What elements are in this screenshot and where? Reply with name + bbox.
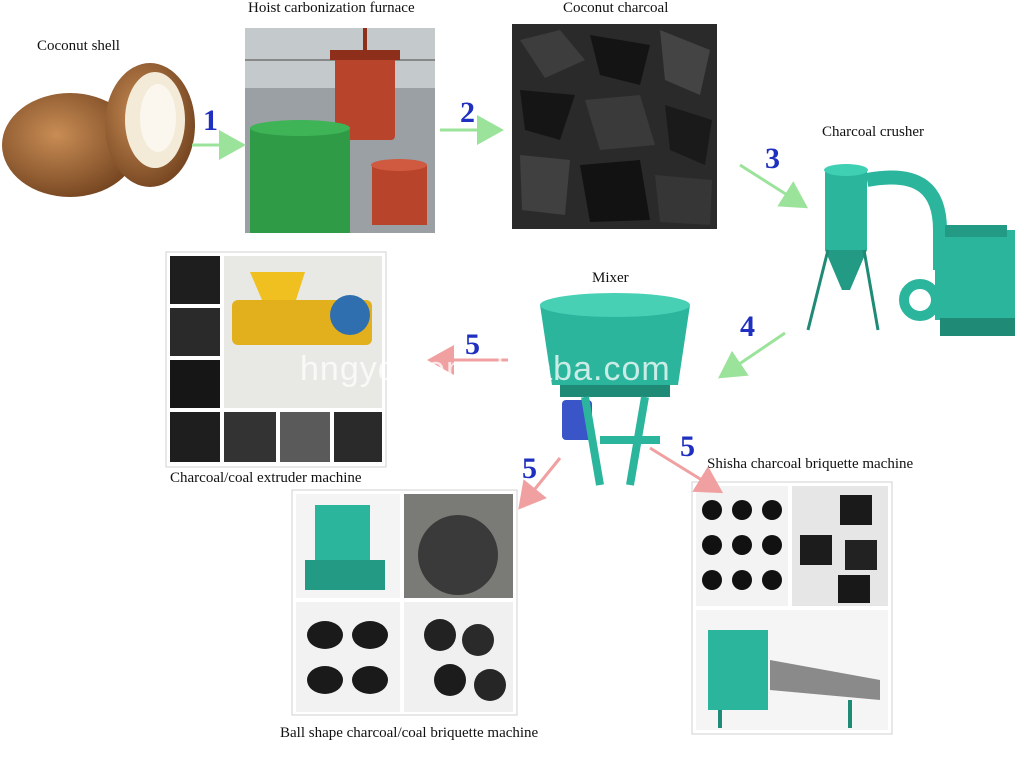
shisha-image (691, 481, 893, 735)
label-mixer: Mixer (592, 270, 629, 286)
step-5-number-extruder: 5 (465, 328, 480, 361)
label-coconut-charcoal: Coconut charcoal (563, 0, 669, 16)
label-charcoal-crusher: Charcoal crusher (822, 124, 925, 140)
label-shisha: Shisha charcoal briquette machine (707, 456, 914, 472)
coconut-charcoal-image (512, 24, 717, 229)
step-4-number: 4 (740, 310, 755, 343)
arrow-5-shisha (649, 446, 724, 494)
label-extruder: Charcoal/coal extruder machine (170, 470, 362, 486)
label-ball-press: Ball shape charcoal/coal briquette machi… (280, 725, 539, 741)
hoist-furnace-image (245, 28, 435, 233)
step-3-number: 3 (765, 142, 780, 175)
step-1-number: 1 (203, 104, 218, 137)
step-5-number-shisha: 5 (680, 430, 695, 463)
extruder-image (165, 251, 387, 468)
step-5-number-ball-press: 5 (522, 452, 537, 485)
coconut-shell-image (2, 63, 195, 197)
arrow-5-ball-press (518, 457, 562, 510)
arrow-3 (739, 163, 809, 209)
label-coconut-shell: Coconut shell (37, 38, 120, 54)
ball-press-image (291, 489, 518, 716)
mixer-image (540, 293, 690, 486)
watermark: hngydx.en.alibaba.com (300, 350, 671, 388)
arrow-4 (718, 331, 786, 379)
step-2-number: 2 (460, 96, 475, 129)
charcoal-crusher-image (806, 164, 1015, 336)
label-hoist-furnace: Hoist carbonization furnace (248, 0, 415, 16)
